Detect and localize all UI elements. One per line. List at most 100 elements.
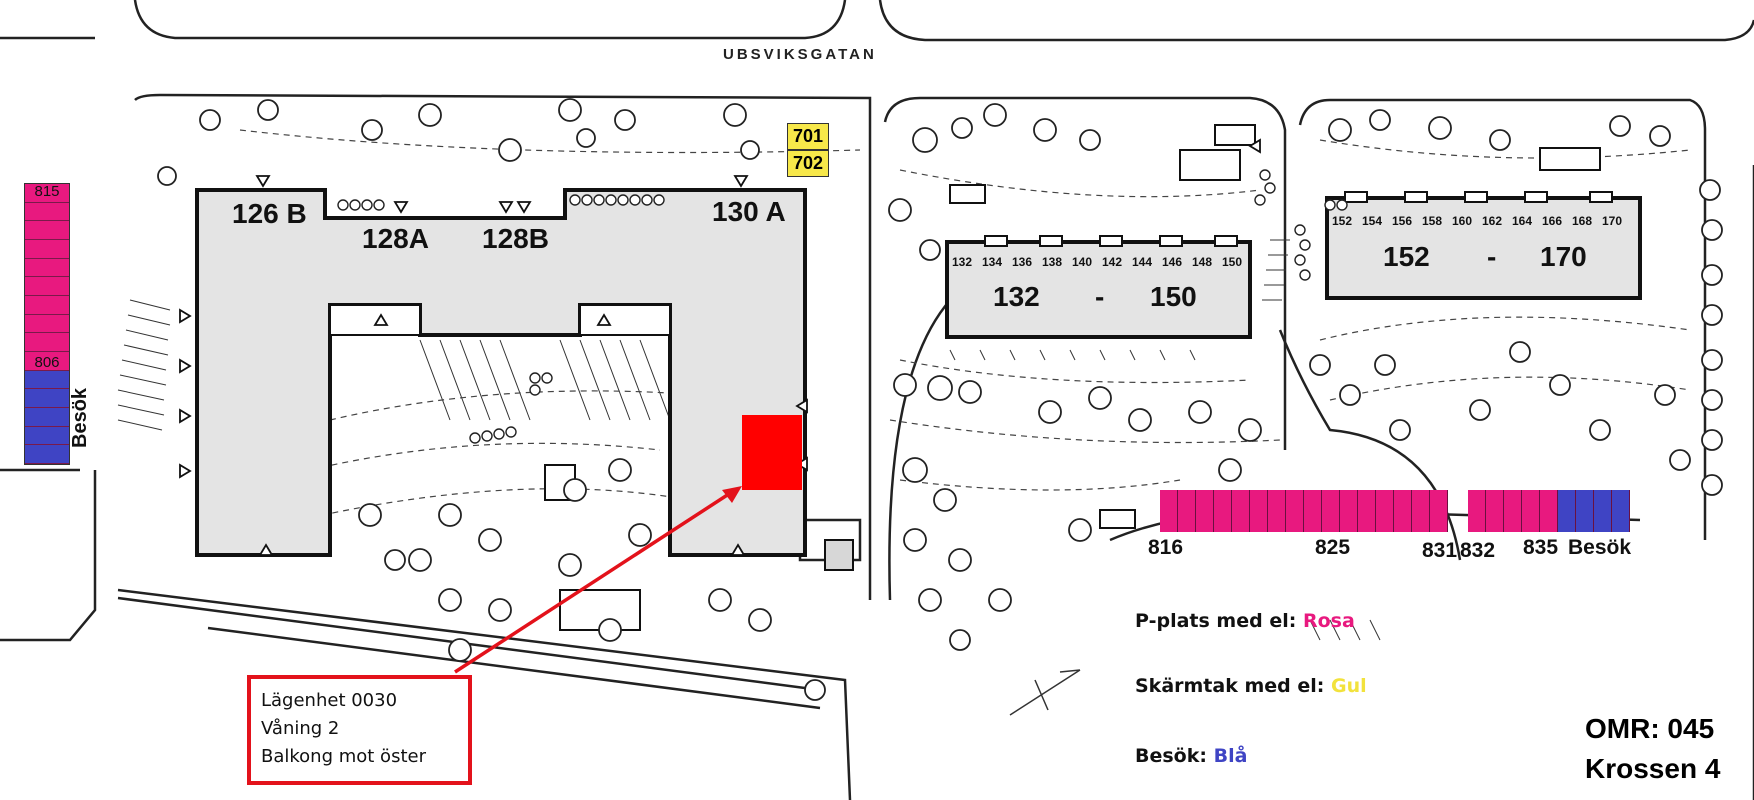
- area-code: OMR: 045: [1585, 713, 1715, 744]
- left-parking-strip: [24, 183, 70, 465]
- contour-lines: [239, 129, 1691, 521]
- entrance-markers: [179, 138, 1261, 556]
- door-number-164: 164: [1512, 214, 1533, 228]
- door-numbers-152-170: 152 154 156 158 160 162 164 166 168 170: [1332, 215, 1628, 227]
- parking-space-electric: [1196, 490, 1214, 532]
- door-number-156: 156: [1392, 214, 1413, 228]
- callout-arrow: [454, 488, 736, 674]
- callout-floor: Våning 2: [261, 718, 340, 739]
- parking-space-electric: [1286, 490, 1304, 532]
- legend-roof-value: Gul: [1331, 675, 1367, 697]
- door-number-154: 154: [1362, 214, 1383, 228]
- callout-balcony: Balkong mot öster: [261, 746, 426, 767]
- parking-label-visit: Besök: [1568, 536, 1632, 559]
- building-label-126b: 126 B: [232, 198, 307, 229]
- slope-hatching: [117, 239, 1381, 641]
- door-number-144: 144: [1132, 255, 1153, 269]
- trees: [157, 98, 1723, 701]
- parking-space-visit: [25, 389, 69, 409]
- legend-visit-label: Besök:: [1135, 745, 1207, 767]
- area-name: Krossen 4: [1585, 753, 1721, 784]
- parking-space-electric: [1340, 490, 1358, 532]
- door-number-168: 168: [1572, 214, 1593, 228]
- north-arrow: [1009, 669, 1081, 716]
- door-number-160: 160: [1452, 214, 1473, 228]
- door-number-150: 150: [1222, 255, 1243, 269]
- callout-arrowhead: [722, 486, 742, 503]
- door-number-138: 138: [1042, 255, 1063, 269]
- parking-space-electric: [1178, 490, 1196, 532]
- door-number-166: 166: [1542, 214, 1563, 228]
- legend-roof-label: Skärmtak med el:: [1135, 675, 1325, 697]
- parking-label-831: 831: [1422, 539, 1458, 562]
- parking-space-electric: [1486, 490, 1504, 532]
- left-strip-label-815: 815: [34, 183, 60, 200]
- parking-space-electric: [1376, 490, 1394, 532]
- range-end-150: 150: [1150, 281, 1197, 312]
- callout-apartment: Lägenhet 0030: [261, 690, 398, 711]
- building-132-150: [945, 240, 1252, 339]
- apartment-highlight: [742, 415, 802, 490]
- building-label-128a: 128A: [362, 223, 429, 254]
- parking-space-visit: [1612, 490, 1630, 532]
- door-number-162: 162: [1482, 214, 1503, 228]
- door-number-148: 148: [1192, 255, 1213, 269]
- parking-space-electric: [1430, 490, 1448, 532]
- parking-space-visit: [1576, 490, 1594, 532]
- parking-label-832: 832: [1460, 539, 1496, 562]
- left-strip-label-806: 806: [34, 354, 60, 371]
- parking-space-electric: [1304, 490, 1322, 532]
- range-dash-152: -: [1487, 241, 1497, 272]
- parking-space-electric: [25, 202, 69, 222]
- door-number-140: 140: [1072, 255, 1093, 269]
- door-number-152: 152: [1332, 214, 1353, 228]
- parking-space-electric: [25, 277, 69, 297]
- door-number-170: 170: [1602, 214, 1623, 228]
- parking-space-electric: [25, 296, 69, 315]
- parking-space-electric: [1160, 490, 1178, 532]
- parking-space-electric: [1250, 490, 1268, 532]
- parking-label-835: 835: [1523, 536, 1559, 559]
- door-number-134: 134: [982, 255, 1003, 269]
- parking-gap: [1448, 490, 1468, 532]
- building-label-130a: 130 A: [712, 196, 786, 227]
- left-strip-visit-label: Besök: [69, 387, 91, 448]
- legend-electric-label: P-plats med el:: [1135, 610, 1297, 632]
- parking-space-electric: [25, 314, 69, 334]
- parking-space-visit: [25, 370, 69, 390]
- parking-label-816: 816: [1148, 536, 1184, 559]
- parking-space-electric: [25, 258, 69, 278]
- range-dash-132: -: [1095, 281, 1105, 312]
- parking-space-electric: [1504, 490, 1522, 532]
- parking-space-visit: [25, 408, 69, 427]
- parking-space-electric: [25, 240, 69, 259]
- entrance-notches: [984, 191, 1613, 247]
- parking-space-electric: [1358, 490, 1376, 532]
- parking-space-electric: [25, 184, 69, 203]
- range-start-132: 132: [993, 281, 1040, 312]
- door-number-136: 136: [1012, 255, 1033, 269]
- street-name: UBSVIKSGATAN: [723, 46, 877, 63]
- parking-space-electric: [25, 352, 69, 371]
- parking-space-electric: [1214, 490, 1232, 532]
- parking-space-electric: [25, 221, 69, 241]
- parking-space-visit: [1558, 490, 1576, 532]
- roof-spot-702: 702: [787, 150, 829, 177]
- range-end-170: 170: [1540, 241, 1587, 272]
- range-start-152: 152: [1383, 241, 1430, 272]
- legend-visit: Besök: Blå: [1135, 745, 1247, 767]
- parking-space-electric: [1522, 490, 1540, 532]
- legend-electric-value: Rosa: [1302, 610, 1355, 632]
- legend-electric: P-plats med el: Rosa: [1135, 610, 1355, 632]
- door-number-132: 132: [952, 255, 973, 269]
- door-number-158: 158: [1422, 214, 1443, 228]
- parking-space-electric: [1412, 490, 1430, 532]
- building-152-170: [1325, 196, 1642, 300]
- parking-space-visit: [25, 426, 69, 446]
- legend-visit-value: Blå: [1213, 745, 1248, 767]
- parking-space-visit: [1594, 490, 1612, 532]
- parking-space-electric: [1394, 490, 1412, 532]
- parking-space-electric: [1540, 490, 1558, 532]
